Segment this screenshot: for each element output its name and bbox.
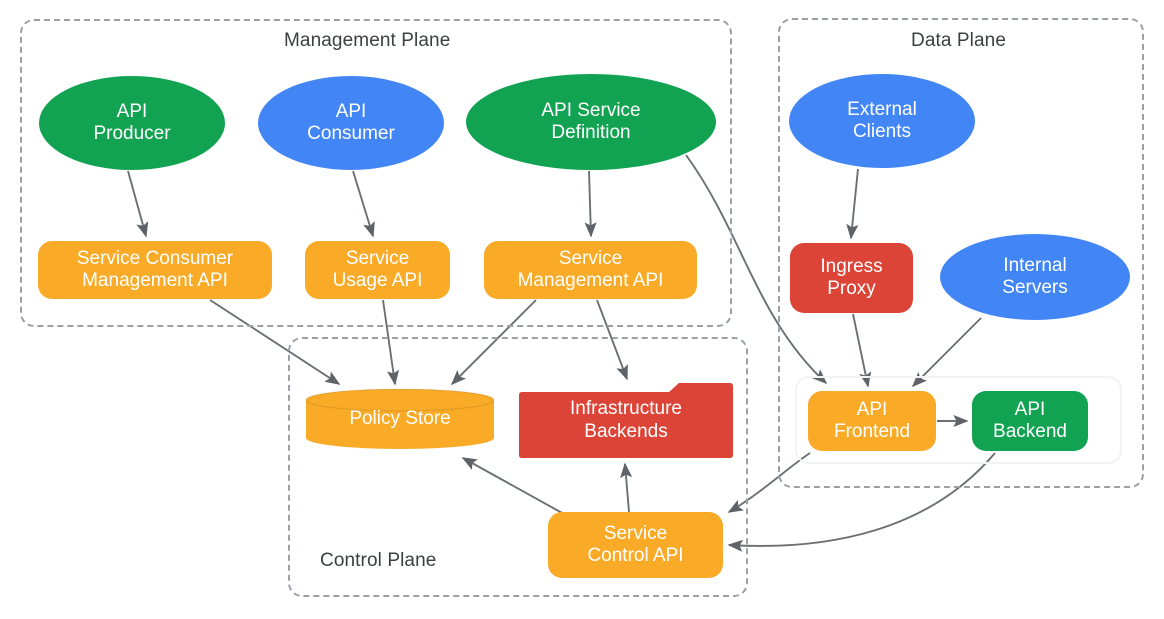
api-backend-label: API Backend — [993, 398, 1067, 442]
node-service-management-api[interactable]: Service Management API — [484, 241, 697, 299]
node-api-backend[interactable]: API Backend — [972, 391, 1088, 451]
node-api-frontend[interactable]: API Frontend — [808, 391, 936, 451]
node-ingress-proxy[interactable]: Ingress Proxy — [790, 243, 913, 313]
external-clients-label: External Clients — [847, 98, 917, 142]
api-frontend-label: API Frontend — [833, 398, 911, 442]
node-service-usage-api[interactable]: Service Usage API — [305, 241, 450, 299]
node-policy-store[interactable]: Policy Store — [306, 389, 494, 449]
service-management-api-label: Service Management API — [517, 247, 664, 291]
infrastructure-backends-label: Infrastructure Backends — [570, 398, 682, 442]
api-consumer-label: API Consumer — [307, 100, 395, 144]
data-plane-runtime-group — [795, 376, 1122, 464]
data-plane-title: Data Plane — [911, 30, 1007, 51]
node-api-service-definition[interactable]: API Service Definition — [466, 74, 716, 170]
node-service-consumer-management-api[interactable]: Service Consumer Management API — [38, 241, 272, 299]
node-external-clients[interactable]: External Clients — [789, 74, 975, 168]
data-plane — [778, 18, 1144, 488]
policy-store-label: Policy Store — [349, 407, 451, 429]
service-control-api-label: Service Control API — [587, 522, 684, 566]
internal-servers-label: Internal Servers — [1002, 254, 1068, 298]
node-api-producer[interactable]: API Producer — [39, 76, 225, 170]
ingress-proxy-label: Ingress Proxy — [820, 255, 883, 299]
api-producer-label: API Producer — [93, 100, 171, 144]
infrastructure-backends-shape — [519, 383, 733, 458]
control-plane-title: Control Plane — [320, 550, 437, 571]
node-service-control-api[interactable]: Service Control API — [548, 512, 723, 578]
api-service-definition-label: API Service Definition — [541, 99, 641, 143]
control-plane — [288, 337, 748, 597]
service-usage-api-label: Service Usage API — [332, 247, 423, 291]
node-api-consumer[interactable]: API Consumer — [258, 76, 444, 170]
policy-store-shape — [306, 389, 494, 449]
management-plane-title: Management Plane — [284, 30, 451, 51]
management-plane — [20, 19, 732, 327]
node-infrastructure-backends[interactable]: Infrastructure Backends — [519, 383, 733, 458]
service-consumer-management-api-label: Service Consumer Management API — [76, 247, 234, 291]
node-internal-servers[interactable]: Internal Servers — [940, 234, 1130, 320]
